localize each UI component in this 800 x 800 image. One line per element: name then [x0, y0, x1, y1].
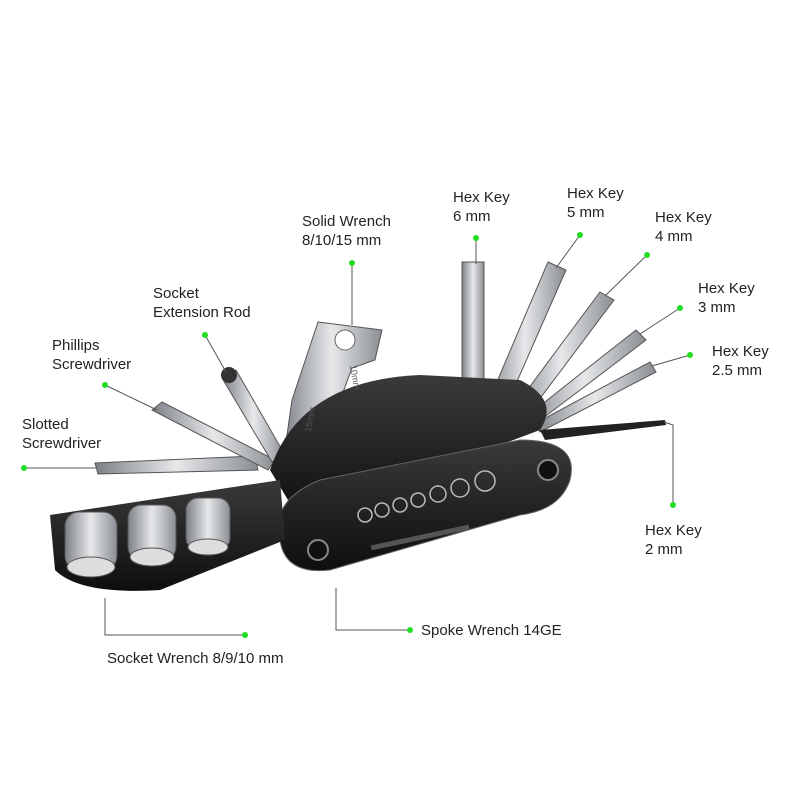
callout-dots: [21, 232, 693, 638]
wrench-mark-10mm: 10mm: [347, 364, 363, 391]
slotted-screwdriver: [94, 455, 259, 475]
sockets: [64, 497, 231, 578]
hex-key-2mm: [540, 420, 666, 440]
hex-key-2.5mm: [533, 361, 657, 433]
leader-lines: [24, 234, 691, 636]
label-socket-wrench: Socket Wrench 8/9/10 mm: [107, 650, 284, 667]
label-spoke-wrench: Spoke Wrench 14GE: [421, 622, 562, 639]
extension-tip: [221, 367, 237, 383]
